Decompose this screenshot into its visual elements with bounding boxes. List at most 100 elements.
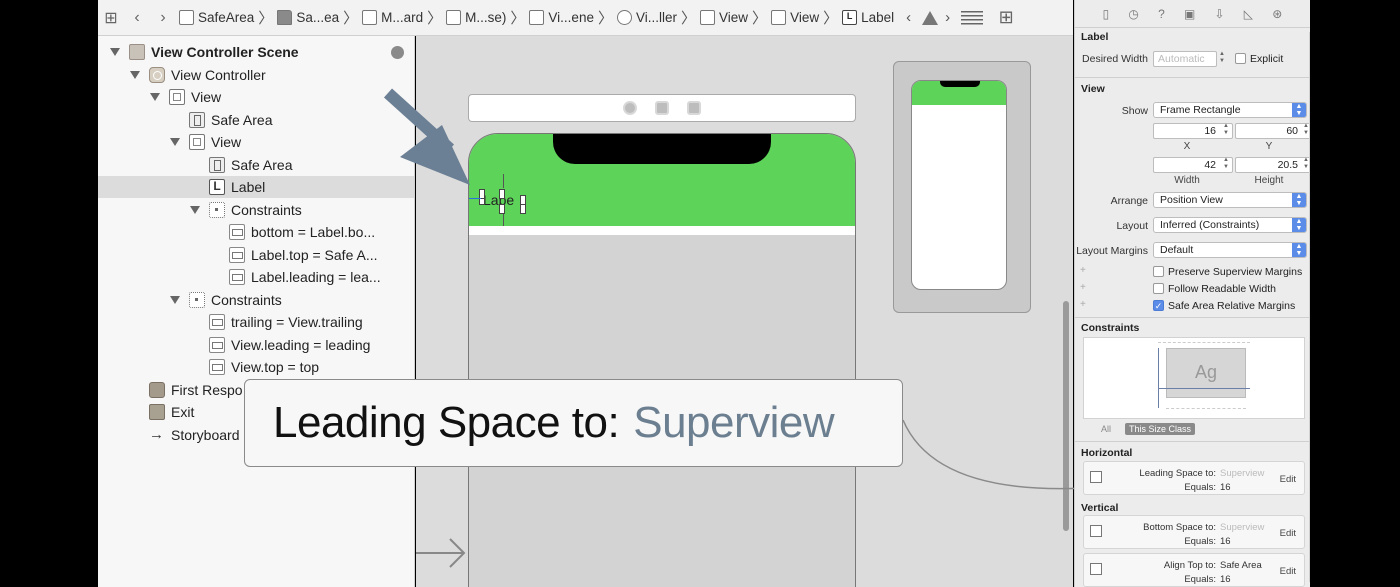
layout-margins-popup[interactable]: Default▲▼ bbox=[1153, 242, 1307, 258]
constraint-target[interactable]: Superview bbox=[1220, 522, 1265, 533]
issue-navigator-forward-icon[interactable]: › bbox=[945, 9, 951, 26]
width-stepper[interactable]: ▲▼ bbox=[1223, 157, 1229, 170]
outline-row[interactable]: Safe Area bbox=[98, 154, 414, 176]
top-constraint-card[interactable]: Align Top to: Safe Area Equals: 16 Edit bbox=[1083, 553, 1305, 587]
back-chevron-icon[interactable]: ‹ bbox=[134, 8, 140, 26]
grid-icon[interactable]: ⊞ bbox=[104, 9, 118, 27]
inspector-scrollbar[interactable] bbox=[1309, 32, 1310, 582]
outline-row[interactable]: →Storyboard bbox=[98, 424, 414, 446]
edit-button[interactable]: Edit bbox=[1279, 528, 1296, 539]
outline-row[interactable]: Constraints bbox=[98, 199, 414, 221]
desired-width-field[interactable]: Automatic bbox=[1153, 51, 1217, 67]
help-inspector-icon[interactable]: ? bbox=[1158, 6, 1165, 21]
resize-handle[interactable] bbox=[520, 204, 526, 214]
explicit-checkbox[interactable] bbox=[1235, 53, 1246, 64]
edit-button[interactable]: Edit bbox=[1279, 566, 1296, 577]
forward-chevron-icon[interactable]: › bbox=[160, 8, 166, 26]
preserve-margins-checkbox[interactable] bbox=[1153, 266, 1164, 277]
y-field[interactable]: 60 bbox=[1235, 123, 1310, 139]
outline-row[interactable]: Safe Area bbox=[98, 109, 414, 131]
outline-row[interactable]: Label.leading = lea... bbox=[98, 266, 414, 288]
edit-button[interactable]: Edit bbox=[1279, 474, 1296, 485]
show-popup[interactable]: Frame Rectangle▲▼ bbox=[1153, 102, 1307, 118]
outline-row[interactable]: View Controller bbox=[98, 64, 414, 86]
arrange-popup[interactable]: Position View▲▼ bbox=[1153, 192, 1307, 208]
width-field[interactable]: 42 bbox=[1153, 157, 1233, 173]
segment-all[interactable]: All bbox=[1101, 424, 1112, 434]
height-stepper[interactable]: ▲▼ bbox=[1303, 157, 1309, 170]
add-variation-icon[interactable]: + bbox=[1080, 265, 1086, 276]
disclosure-triangle-icon[interactable] bbox=[170, 295, 180, 304]
top-constraint-line[interactable] bbox=[503, 174, 504, 188]
x-stepper[interactable]: ▲▼ bbox=[1223, 123, 1229, 136]
outline-row[interactable]: Constraints bbox=[98, 289, 414, 311]
outline-row[interactable]: trailing = View.trailing bbox=[98, 311, 414, 333]
view-controller-dock-icon[interactable] bbox=[623, 101, 637, 115]
breadcrumb-item[interactable]: View bbox=[768, 10, 822, 25]
size-inspector-icon[interactable]: ◺ bbox=[1243, 6, 1254, 21]
disclosure-triangle-icon[interactable] bbox=[190, 205, 200, 214]
constraint-target[interactable]: Superview bbox=[1220, 468, 1265, 479]
outline-row[interactable]: bottom = Label.bo... bbox=[98, 221, 414, 243]
constraint-icon bbox=[209, 336, 225, 353]
bottom-constraint-line[interactable] bbox=[503, 214, 504, 226]
bottom-constraint-card[interactable]: Bottom Space to: Superview Equals: 16 Ed… bbox=[1083, 515, 1305, 549]
breadcrumb-item[interactable]: Sa...ea bbox=[274, 10, 342, 25]
identity-inspector-icon[interactable]: ▣ bbox=[1183, 6, 1196, 21]
breadcrumb-item[interactable]: M...se) bbox=[443, 10, 509, 25]
segment-this-size-class[interactable]: This Size Class bbox=[1125, 423, 1196, 435]
leading-constraint-card[interactable]: Leading Space to: Superview Equals: 16 E… bbox=[1083, 461, 1305, 495]
disclosure-triangle-icon[interactable] bbox=[150, 93, 160, 101]
x-field[interactable]: 16 bbox=[1153, 123, 1233, 139]
resize-handle[interactable] bbox=[479, 189, 485, 199]
breadcrumb-item[interactable]: View bbox=[697, 10, 751, 25]
layout-popup[interactable]: Inferred (Constraints)▲▼ bbox=[1153, 217, 1307, 233]
file-inspector-icon[interactable]: ▯ bbox=[1102, 6, 1110, 21]
storyboard-canvas[interactable]: Labe bbox=[416, 36, 1073, 587]
resize-handle[interactable] bbox=[499, 204, 505, 214]
outline-row[interactable]: Exit bbox=[98, 401, 414, 423]
add-variation-icon[interactable]: + bbox=[1080, 282, 1086, 293]
breadcrumb-item[interactable]: M...ard bbox=[359, 10, 426, 25]
selected-label[interactable]: Labe bbox=[483, 192, 515, 208]
attributes-inspector-icon[interactable]: ⇩ bbox=[1214, 6, 1225, 21]
exit-dock-icon[interactable] bbox=[687, 101, 701, 115]
outline-row[interactable]: View bbox=[98, 86, 414, 108]
annotation-arrow-icon bbox=[383, 88, 470, 185]
leading-constraint-line[interactable] bbox=[469, 198, 481, 199]
breadcrumb-item[interactable]: Vi...ller bbox=[614, 10, 680, 25]
constraint-target[interactable]: Safe Area bbox=[1220, 560, 1262, 571]
desired-width-stepper[interactable]: ▲▼ bbox=[1219, 51, 1225, 64]
disclosure-triangle-icon[interactable] bbox=[130, 70, 140, 79]
issue-navigator-back-icon[interactable]: ‹ bbox=[906, 9, 912, 26]
height-field[interactable]: 20.5 bbox=[1235, 157, 1310, 173]
outline-row[interactable]: View bbox=[98, 131, 414, 153]
readable-width-checkbox[interactable] bbox=[1153, 283, 1164, 294]
constraints-diagram[interactable]: Ag bbox=[1083, 337, 1305, 419]
outline-row[interactable]: First Respo bbox=[98, 379, 414, 401]
disclosure-triangle-icon[interactable] bbox=[170, 138, 180, 146]
scene-dock[interactable] bbox=[468, 94, 856, 122]
document-outline-icon[interactable] bbox=[961, 10, 984, 25]
outline-row[interactable]: View.top = top bbox=[98, 356, 414, 378]
add-variation-icon[interactable]: + bbox=[1080, 299, 1086, 310]
canvas-scrollbar[interactable] bbox=[1063, 301, 1069, 531]
history-inspector-icon[interactable]: ◷ bbox=[1128, 6, 1139, 21]
first-responder-dock-icon[interactable] bbox=[655, 101, 669, 115]
breadcrumb-item[interactable]: SafeArea bbox=[176, 10, 257, 25]
warning-icon[interactable] bbox=[922, 10, 939, 25]
resize-handle[interactable] bbox=[499, 189, 505, 199]
connections-inspector-icon[interactable]: ⊛ bbox=[1272, 6, 1283, 21]
outline-row[interactable]: Label.top = Safe A... bbox=[98, 244, 414, 266]
y-stepper[interactable]: ▲▼ bbox=[1303, 123, 1309, 136]
add-editor-icon[interactable]: ⊞ bbox=[998, 7, 1014, 27]
scene-go-icon[interactable] bbox=[391, 45, 404, 59]
disclosure-triangle-icon[interactable] bbox=[110, 48, 120, 56]
outline-row[interactable]: View Controller Scene bbox=[98, 41, 414, 63]
outline-row[interactable]: View.leading = leading bbox=[98, 334, 414, 356]
breadcrumb-separator: 〉 bbox=[510, 10, 526, 27]
safe-area-margins-checkbox[interactable]: ✓ bbox=[1153, 300, 1164, 311]
breadcrumb-item[interactable]: Vi...ene bbox=[526, 10, 597, 25]
